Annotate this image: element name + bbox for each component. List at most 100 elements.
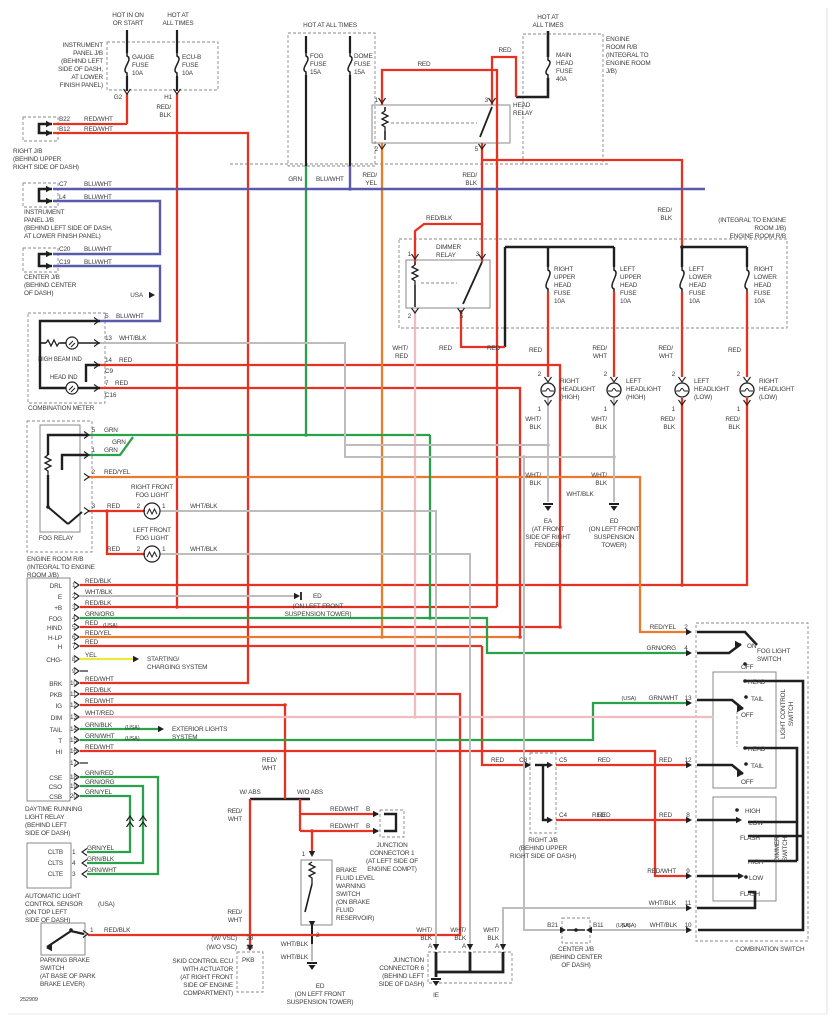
wire-K [697,890,757,910]
diagram-label: (BEHIND UPPER [13,156,62,163]
indicator-lamp-icon [68,340,76,348]
component-boundary [712,671,777,789]
diagram-label: H-LP [48,635,62,642]
diagram-label: CHG- [46,657,62,664]
diagram-label: LEFT FRONT [133,527,171,534]
wire-R [105,511,145,556]
diagram-label: RIGHT SIDE OF DASH) [13,164,79,171]
pin-mark-icon [83,473,90,481]
diagram-label: DIM [51,715,62,722]
diagram-label: DRL [50,583,63,590]
diagram-label: BLU/WHT [116,313,144,320]
diagram-label: (HIGH) [560,394,579,401]
junction-dot [522,455,526,459]
diagram-label: EA [544,518,553,525]
diagram-label: WHT/RED [85,710,114,717]
diagram-label: BLK [595,424,608,431]
diagram-label: FLASH [740,835,760,842]
fog-filament-icon [146,550,158,559]
diagram-label: 12 [70,702,77,709]
diagram-label: +B [54,605,62,612]
connector-arrow-icon [547,761,553,769]
diagram-label: FUSE [620,290,636,297]
diagram-label: 14 [70,726,77,733]
diagram-label: WHT/ [392,345,408,352]
component-boundary-dashed [22,116,59,142]
diagram-label: AT LOWER FINISH PANEL) [24,233,101,240]
fuse-icon [679,267,685,292]
diagram-label: HIGH BEAM IND [38,357,83,363]
diagram-label: 1 [737,406,741,413]
diagram-label: A [495,943,500,950]
diagram-label: 1 [72,582,76,589]
diagram-label: (BEHIND LEFT SIDE OF DASH, [24,225,113,232]
diagram-label: LEFT [694,378,709,385]
diagram-label: RED [395,353,409,360]
wire-K [697,630,758,646]
wire-K [697,698,744,711]
diagram-label: PKB [50,692,62,699]
diagram-label: FUSE [182,62,198,69]
diagram-label: (INTEGRAL TO [606,52,649,59]
diagram-label: C8 [519,757,527,764]
diagram-label: HEAD [689,282,707,289]
junction-dot [680,583,684,587]
diagram-label: H [58,644,63,651]
diagram-label: YEL [365,180,377,187]
diagram-label: 10A [554,298,566,305]
connector-arrow-icon [308,921,316,927]
junction-dot [175,605,179,609]
diagram-label: RED [115,380,129,387]
fog-light-bulb-icon [143,502,161,520]
pin-mark-icon [488,97,496,104]
diagram-label: 4 [72,615,76,622]
connector-arrow-icon [373,810,379,818]
diagram-label: HEADLIGHT [759,386,794,393]
diagram-label: WHT/ [416,927,432,934]
connector-arrow-icon [737,770,743,778]
diagram-label: 6 [72,634,76,641]
junction-dot [546,443,550,447]
diagram-label: WARNING [336,883,366,890]
wire-W [160,510,437,950]
junction-dot [413,715,417,719]
diagram-label: BRAKE LEVER) [40,981,85,988]
ground-icon [432,981,440,986]
diagram-label: RED/ [658,345,673,352]
diagram-label: 3 [72,604,76,611]
diagram-label: (BEHIND LEFT [61,58,103,65]
junction-dot [743,662,747,666]
diagram-label: (BEHIND LEFT [382,973,424,980]
diagram-label: SIDE OF DASH) [379,981,424,988]
connector-arrow-icon [686,904,692,912]
diagram-label: C20 [59,246,71,253]
diagram-label: 14 [105,357,112,364]
diagram-label: 252909 [20,997,38,1003]
diagram-label: AUTOMATIC LIGHT [25,893,81,900]
diagram-label: CHARGING SYSTEM [147,664,207,671]
connector-arrow-icon [547,816,553,824]
diagram-label: WHT [262,765,276,772]
wire-K [698,679,805,932]
diagram-label: 3 [485,97,489,104]
diagram-label: C4 [559,812,567,819]
diagram-label: 5 [460,313,464,320]
diagram-label: COMBINATION METER [28,405,95,412]
pin-mark-icon [93,384,100,392]
diagram-label: B [366,806,370,813]
diagram-label: IE [433,992,439,999]
diagram-label: (W/ VSC) [211,935,237,942]
wire-K [304,883,313,913]
diagram-label: FOG LIGHT [757,648,790,655]
diagram-label: FLUID [336,907,354,914]
diagram-label: (LOW) [694,394,712,401]
diagram-label: LIGHT RELAY [25,814,65,821]
diagram-label: ROOM R/B [606,44,637,51]
diagram-label: (BEHIND LEFT [25,822,67,829]
fuse-icon [124,53,130,76]
component-boundary-dashed [236,951,264,993]
diagram-label: SIDE OF DASH) [25,917,70,924]
junction-dot [283,703,287,707]
diagram-label: 2 [538,371,542,378]
diagram-label: C9 [105,368,113,375]
